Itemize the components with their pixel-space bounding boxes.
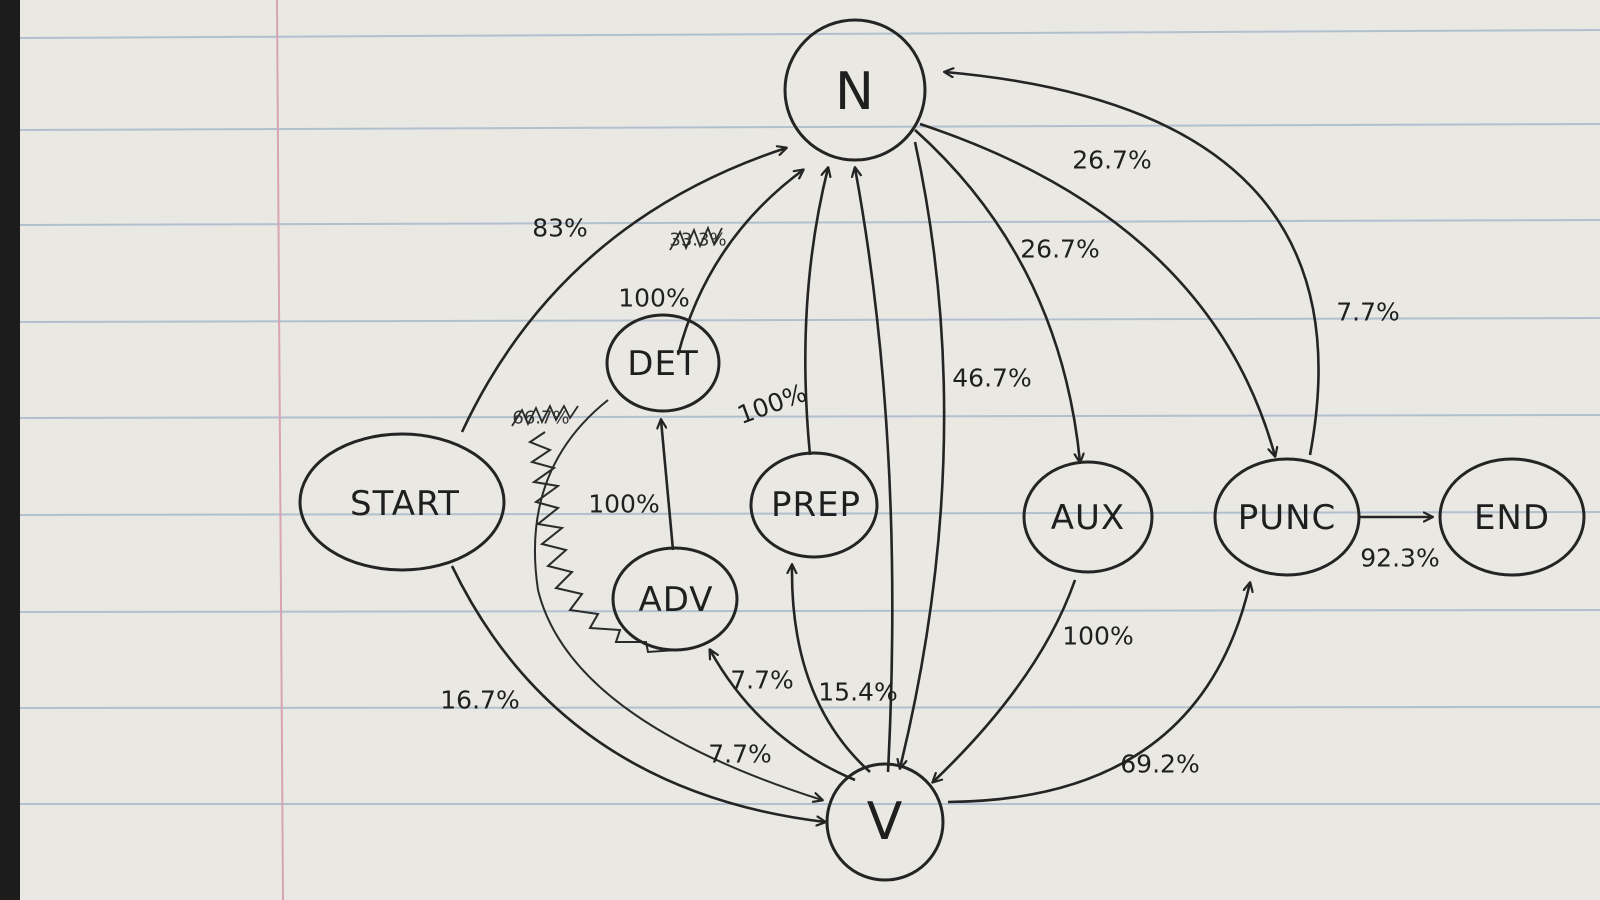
edge-label-start-to-n: 83% <box>532 214 588 243</box>
node-adv: ADV <box>611 546 739 652</box>
node-punc-label: PUNC <box>1238 498 1337 538</box>
edge-aux-to-v <box>933 579 1077 782</box>
node-start: START <box>298 432 506 572</box>
edge-label-punc-to-n: 7.7% <box>1336 298 1400 327</box>
edge-label-aux-to-v: 100% <box>1062 622 1133 651</box>
edge-n-to-v <box>900 141 946 768</box>
edge-det-to-n <box>676 170 803 356</box>
ruled-lines <box>19 29 1600 805</box>
edge-label-punc-to-end: 92.3% <box>1360 544 1439 573</box>
edge-label-prep-to-n: 100% <box>733 378 810 430</box>
node-aux: AUX <box>1022 460 1154 574</box>
edge-label-v-to-adv: 7.7% <box>730 666 794 695</box>
edge-label-start-to-v: 16.7% <box>440 686 519 715</box>
edge-label-v-to-prep: 15.4% <box>818 678 897 707</box>
node-adv-label: ADV <box>638 580 713 620</box>
edge-det-to-v-scribble <box>527 431 677 654</box>
edge-label-n-to-aux: 26.7% <box>1020 235 1099 264</box>
scratched-label-2: 66.7% <box>511 403 579 429</box>
edge-label-adv-to-det: 100% <box>588 490 659 519</box>
node-prep-label: PREP <box>771 485 861 525</box>
edges <box>450 72 1432 822</box>
node-v: V <box>825 762 945 882</box>
node-end-label: END <box>1474 498 1550 538</box>
edge-label-n-to-punc: 26.7% <box>1072 146 1151 175</box>
edge-det-to-v <box>534 399 822 800</box>
node-punc: PUNC <box>1213 457 1361 577</box>
binder-edge <box>0 0 20 900</box>
edge-v-to-punc <box>947 583 1250 804</box>
node-v-label: V <box>867 792 904 852</box>
edge-start-to-v <box>450 565 825 822</box>
edge-label-v-to-det: 7.7% <box>708 740 772 769</box>
node-det-label: DET <box>627 344 698 384</box>
node-n: N <box>783 18 927 162</box>
edge-n-to-aux <box>914 129 1080 462</box>
margin-line <box>276 0 284 900</box>
node-aux-label: AUX <box>1051 498 1125 538</box>
edge-v-to-prep <box>792 565 871 773</box>
nodes: N V START DET PREP ADV AUX PUNC <box>298 18 1586 882</box>
edge-n-to-punc <box>919 122 1275 456</box>
edge-start-to-n <box>460 148 786 433</box>
edge-prep-to-n <box>804 168 828 456</box>
node-end: END <box>1438 457 1586 577</box>
edge-label-n-to-v: 46.7% <box>952 364 1031 393</box>
node-n-label: N <box>835 62 875 122</box>
edge-punc-to-n <box>945 72 1320 456</box>
node-det: DET <box>605 313 721 413</box>
node-prep: PREP <box>749 451 879 559</box>
edge-label-v-to-punc: 69.2% <box>1120 750 1199 779</box>
scratched-label-1: 33.3% <box>669 225 727 251</box>
edge-adv-to-det <box>661 420 675 551</box>
edge-v-to-n <box>855 168 894 773</box>
edge-label-det-to-n: 100% <box>618 284 689 313</box>
edge-v-to-adv <box>710 650 856 782</box>
node-start-label: START <box>350 484 460 524</box>
